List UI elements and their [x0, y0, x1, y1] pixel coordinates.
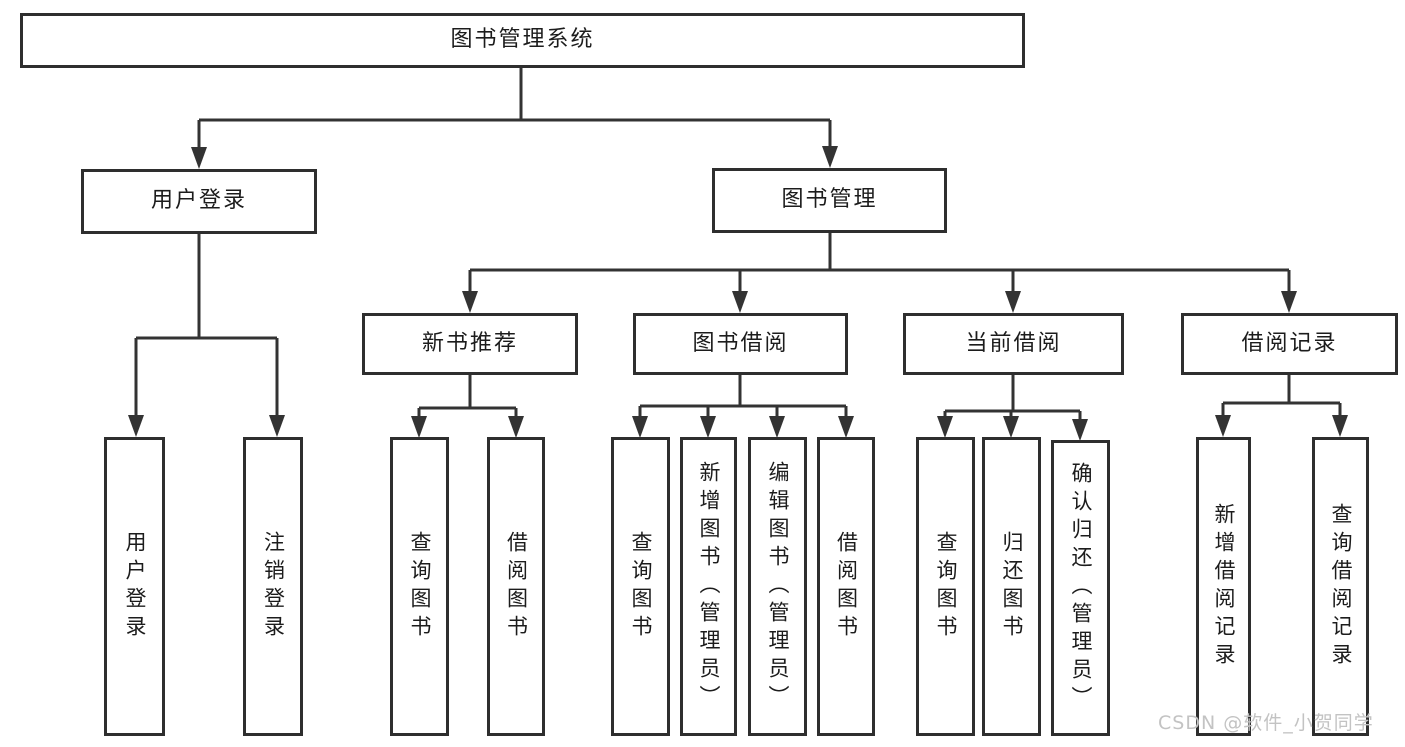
- leaf-query-borrow-record: 查询借阅记录: [1312, 437, 1369, 736]
- leaf-query-books-borrowing: 查询图书: [611, 437, 670, 736]
- leaf-query-books-current: 查询图书: [916, 437, 975, 736]
- arrowhead: [191, 147, 207, 169]
- arrowhead: [1005, 291, 1021, 313]
- leaf-add-book-admin: 新增图书（管理员）: [680, 437, 737, 736]
- leaf-borrow-books-recommend: 借阅图书: [487, 437, 545, 736]
- arrowhead: [1332, 415, 1348, 437]
- arrowhead: [1072, 419, 1088, 441]
- arrowhead: [632, 416, 648, 438]
- node-borrowing-records: 借阅记录: [1181, 313, 1398, 375]
- leaf-query-books-recommend: 查询图书: [390, 437, 449, 736]
- leaf-edit-book-admin: 编辑图书（管理员）: [748, 437, 807, 736]
- arrowhead: [732, 291, 748, 313]
- node-current-borrowing: 当前借阅: [903, 313, 1124, 375]
- arrowhead: [937, 416, 953, 438]
- leaf-add-borrow-record: 新增借阅记录: [1196, 437, 1251, 736]
- arrowhead: [269, 415, 285, 437]
- leaf-confirm-return-admin: 确认归还（管理员）: [1051, 440, 1110, 736]
- node-new-book-recommend: 新书推荐: [362, 313, 578, 375]
- arrowhead: [508, 416, 524, 438]
- arrowhead: [700, 416, 716, 438]
- leaf-return-book: 归还图书: [982, 437, 1041, 736]
- leaf-borrow-books-borrowing: 借阅图书: [817, 437, 875, 736]
- csdn-watermark: CSDN @软件_小贺同学: [1158, 712, 1374, 734]
- arrowhead: [1215, 415, 1231, 437]
- leaf-logout: 注销登录: [243, 437, 303, 736]
- node-book-management: 图书管理: [712, 168, 947, 233]
- node-root: 图书管理系统: [20, 13, 1025, 68]
- arrowhead: [411, 416, 427, 438]
- arrowhead: [769, 416, 785, 438]
- arrowhead: [838, 416, 854, 438]
- leaf-user-login: 用户登录: [104, 437, 165, 736]
- arrowhead: [128, 415, 144, 437]
- node-book-borrowing: 图书借阅: [633, 313, 848, 375]
- arrowhead: [822, 146, 838, 168]
- arrowhead: [462, 291, 478, 313]
- node-user-login: 用户登录: [81, 169, 317, 234]
- arrowhead: [1003, 416, 1019, 438]
- arrowhead: [1281, 291, 1297, 313]
